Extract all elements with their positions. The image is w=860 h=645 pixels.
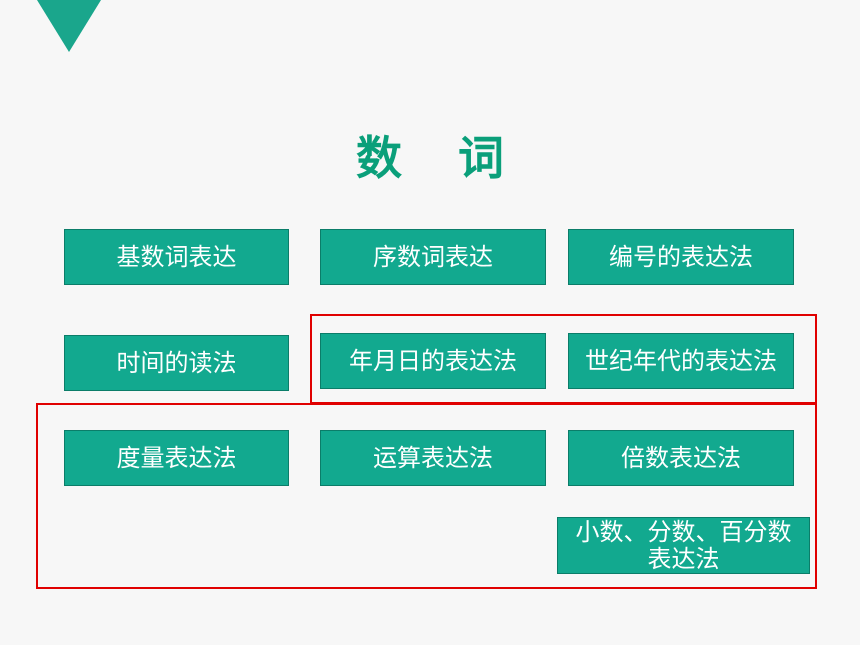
topic-button-date[interactable]: 年月日的表达法 [320, 333, 546, 389]
topic-button-operations[interactable]: 运算表达法 [320, 430, 546, 486]
corner-triangle-decoration [37, 0, 101, 52]
topic-button-century-decade[interactable]: 世纪年代的表达法 [568, 333, 794, 389]
topic-button-multiples[interactable]: 倍数表达法 [568, 430, 794, 486]
topic-button-time-reading[interactable]: 时间的读法 [64, 335, 289, 391]
topic-button-cardinal-numbers[interactable]: 基数词表达 [64, 229, 289, 285]
page-title: 数 词 [355, 131, 524, 185]
topic-button-measurement[interactable]: 度量表达法 [64, 430, 289, 486]
topic-button-numbering[interactable]: 编号的表达法 [568, 229, 794, 285]
topic-button-ordinal-numbers[interactable]: 序数词表达 [320, 229, 546, 285]
topic-button-decimals-fractions-percentages[interactable]: 小数、分数、百分数表达法 [557, 517, 810, 574]
